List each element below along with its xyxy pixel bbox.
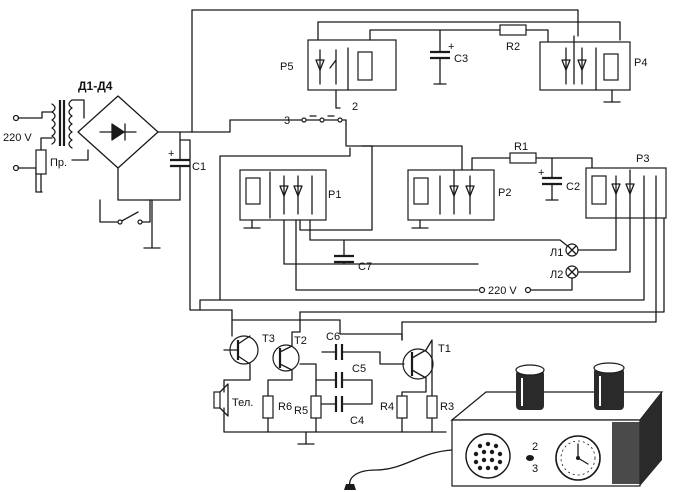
c6-label: С6	[326, 331, 340, 343]
p3-label: Р3	[636, 153, 649, 165]
relay-p1: Р1	[239, 169, 341, 229]
capacitor-c1: + С1	[149, 139, 206, 201]
p2-label: Р2	[498, 187, 511, 199]
resistor-r1: R1	[481, 141, 593, 169]
resistor-r4: R4	[380, 395, 408, 419]
p4-label: Р4	[634, 57, 647, 69]
transformer	[51, 99, 73, 149]
t2-label: Т2	[294, 335, 307, 347]
power-switch	[119, 211, 139, 223]
mains-out-terminal-b	[524, 286, 532, 294]
relay-p2: Р2	[407, 169, 511, 229]
capacitor-c4: С4	[334, 396, 364, 427]
r4-label: R4	[380, 401, 394, 413]
fuse-label: Пр.	[50, 157, 67, 169]
c3-label: С3	[454, 53, 468, 65]
relay-p4: Р4	[539, 35, 647, 103]
selector-knob: 2 3	[526, 441, 538, 475]
resistor-r5: R5	[294, 395, 322, 419]
p1-label: Р1	[328, 189, 341, 201]
switch-pos-2-label: 2	[352, 101, 358, 113]
bridge-label: Д1-Д4	[78, 79, 113, 93]
r1-label: R1	[514, 141, 528, 153]
t1-label: Т1	[438, 343, 451, 355]
capacitor-c7: С7	[334, 239, 372, 273]
device-knob-3-label: 3	[532, 463, 538, 475]
t3-label: Т3	[262, 333, 275, 345]
svg-text:+: +	[448, 41, 454, 53]
c4-label: С4	[350, 415, 364, 427]
capacitor-c5: С5	[334, 363, 366, 388]
resistor-r6: R6	[262, 395, 292, 419]
amplifier: Т3 Т2 Т1	[213, 311, 454, 445]
svg-text:+: +	[538, 167, 544, 179]
device-top	[450, 391, 664, 421]
tube-left	[515, 364, 545, 410]
diode-bridge	[77, 95, 159, 169]
lamp-l2: Л2	[550, 265, 579, 281]
capacitor-c3: + С3	[430, 39, 468, 85]
switch-pos-3-label: 3	[284, 115, 290, 127]
mains-voltage-label: 220 V	[3, 132, 32, 144]
mains-output-label: 220 V	[488, 285, 517, 297]
capacitor-c6: С6	[326, 331, 353, 360]
tube-right	[593, 362, 625, 410]
device-side	[640, 392, 662, 486]
resistor-r3: R3	[426, 395, 454, 419]
c1-label: С1	[192, 161, 206, 173]
resistor-r2: R2	[439, 24, 549, 53]
c5-label: С5	[352, 363, 366, 375]
fuse	[35, 149, 47, 175]
transistor-t2: Т2	[272, 335, 307, 372]
tel-label: Тел.	[232, 397, 253, 409]
relay-p3: Р3	[585, 153, 667, 219]
mains-out-terminal-a	[478, 286, 486, 294]
l1-label: Л1	[550, 247, 563, 259]
selector-switch: 3 2	[239, 89, 373, 147]
device-illustration: 2 3	[344, 362, 664, 490]
relay-p5: Р5	[280, 21, 621, 91]
device-knob-2-label: 2	[532, 441, 538, 453]
svg-text:+: +	[168, 148, 174, 160]
r2-label: R2	[506, 41, 520, 53]
transistor-t3: Т3	[223, 333, 275, 365]
power-cord	[349, 449, 453, 487]
earphone: Тел.	[213, 383, 253, 417]
c7-label: С7	[358, 261, 372, 273]
transistor-t1: Т1	[402, 343, 451, 380]
timer-dial	[555, 435, 601, 481]
c2-label: С2	[566, 181, 580, 193]
speaker-grille	[465, 433, 511, 479]
r5-label: R5	[294, 405, 308, 417]
p5-label: Р5	[280, 61, 293, 73]
plug	[344, 484, 356, 490]
lamp-l1: Л1	[550, 243, 579, 259]
r3-label: R3	[440, 401, 454, 413]
l2-label: Л2	[550, 269, 563, 281]
capacitor-c2: + С2	[538, 157, 580, 201]
r6-label: R6	[278, 401, 292, 413]
power-supply: 220 V Пр. Д1-Д4	[3, 79, 206, 249]
